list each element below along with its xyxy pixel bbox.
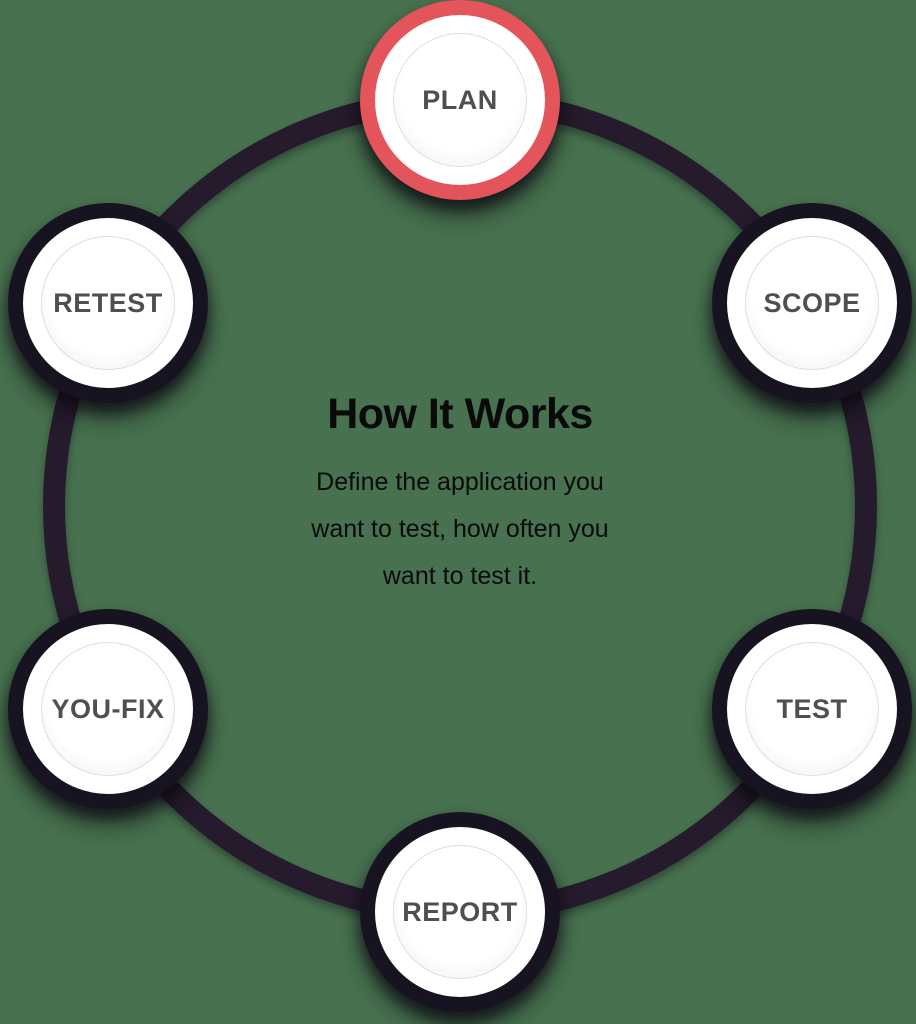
node-label: RETEST bbox=[53, 287, 163, 318]
center-text: How It Works Define the application you … bbox=[210, 390, 710, 600]
description-line: want to test it. bbox=[382, 562, 538, 590]
node-test[interactable]: TEST bbox=[712, 609, 912, 809]
node-label: SCOPE bbox=[763, 287, 861, 318]
node-retest[interactable]: RETEST bbox=[8, 203, 208, 403]
node-scope[interactable]: SCOPE bbox=[712, 203, 912, 403]
node-plan[interactable]: PLAN bbox=[360, 0, 560, 200]
node-label: PLAN bbox=[422, 84, 498, 115]
diagram-description: Define the application you want to test,… bbox=[210, 459, 710, 600]
description-line: Define the application you bbox=[316, 468, 604, 496]
node-report[interactable]: REPORT bbox=[360, 812, 560, 1012]
node-label: YOU-FIX bbox=[51, 693, 165, 724]
node-label: TEST bbox=[776, 693, 848, 724]
diagram-title: How It Works bbox=[327, 390, 593, 438]
description-line: want to test, how often you bbox=[311, 515, 609, 543]
node-you-fix[interactable]: YOU-FIX bbox=[8, 609, 208, 809]
node-label: REPORT bbox=[402, 896, 518, 927]
